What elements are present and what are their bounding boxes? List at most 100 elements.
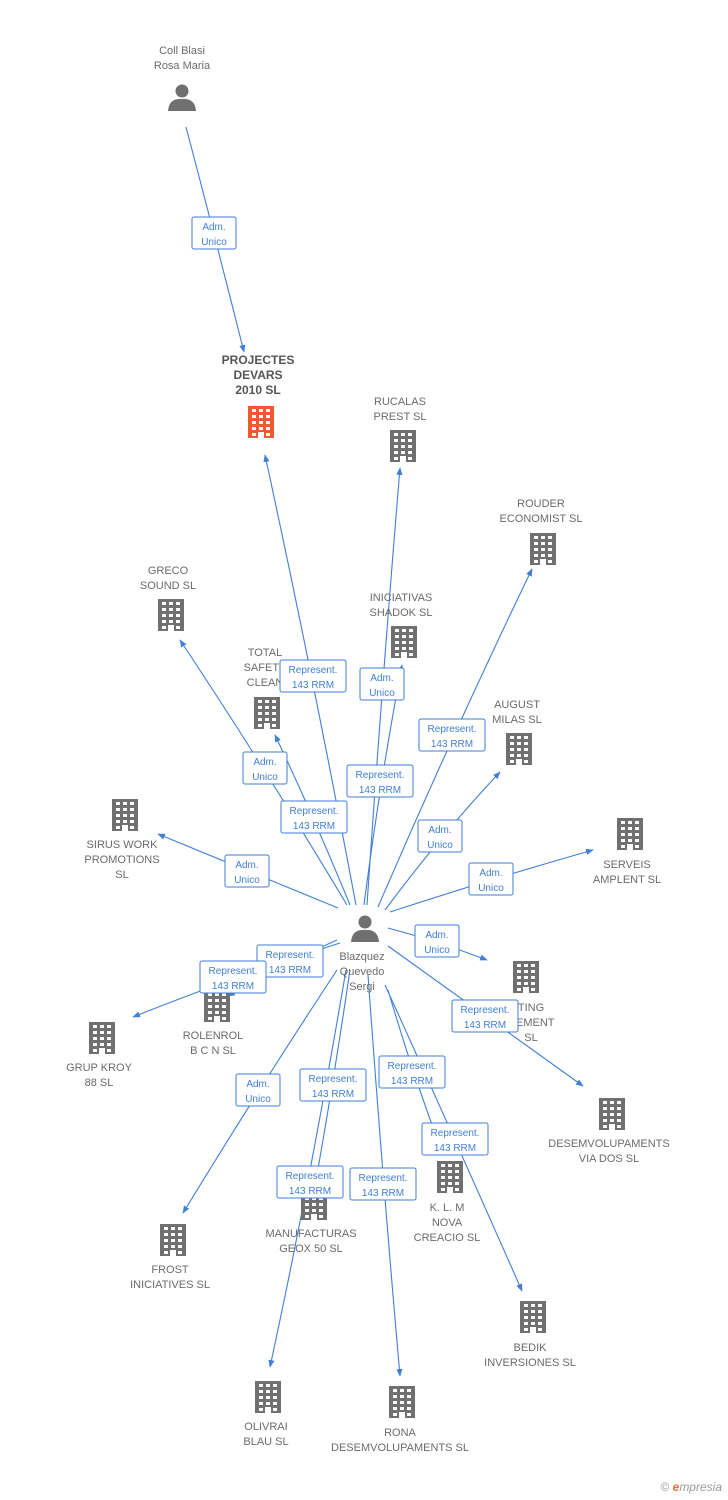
edge-label-text: Represent. <box>461 1005 510 1016</box>
building-icon <box>390 430 416 462</box>
edge-label[interactable]: Adm. Unico <box>414 924 460 958</box>
edge-label[interactable]: Adm.Unico <box>242 751 288 785</box>
footer-brand[interactable]: © empresia <box>660 1480 722 1494</box>
node-label: INVERSIONES SL <box>484 1357 576 1369</box>
edge-label-box <box>421 1122 489 1156</box>
edge-label[interactable]: Represent.143 RRM <box>451 999 519 1033</box>
edge-label-box <box>299 1068 367 1102</box>
node-label: SIRUS WORK <box>87 839 159 851</box>
person-icon <box>351 915 379 942</box>
edge-label-box <box>276 1165 344 1199</box>
brand-logo-e: e <box>672 1480 680 1494</box>
edge-label-box <box>279 659 347 693</box>
edge-label-text: Represent. <box>359 1173 408 1184</box>
node-label: DESEMVOLUPAMENTS <box>548 1138 669 1150</box>
edge-label-text: Adm. <box>370 673 393 684</box>
edge-label[interactable]: Adm. Unico <box>359 667 405 701</box>
edge-label-text: Adm. <box>479 868 502 879</box>
node-iniciativas[interactable]: INICIATIVAS SHADOK SL <box>370 592 433 658</box>
edge-label[interactable]: Adm.Unico <box>235 1073 281 1107</box>
edge-label[interactable]: Represent.143 RRM <box>418 718 486 752</box>
building-icon <box>160 1224 186 1256</box>
edge-label-box <box>418 718 486 752</box>
edge-label[interactable]: Represent.143 RRM <box>279 659 347 693</box>
edge-label[interactable]: Adm.Unico <box>224 854 270 888</box>
edge-label-text: Adm. <box>425 930 448 941</box>
edge-label-text: Unico <box>427 840 453 851</box>
node-label: ROUDER <box>517 498 565 510</box>
edge-label-box <box>224 854 270 888</box>
edge-label-box <box>414 924 460 958</box>
edge-label[interactable]: Represent. 143 RRM <box>276 1165 344 1199</box>
node-label: Coll Blasi <box>159 45 205 57</box>
building-icon <box>89 1022 115 1054</box>
edge-label-text: Unico <box>424 945 450 956</box>
edge-label[interactable]: Adm. Unico <box>468 862 514 896</box>
building-icon <box>255 1381 281 1413</box>
edge-label-text: Represent. <box>286 1171 335 1182</box>
edge-label-text: 143 RRM <box>391 1076 433 1087</box>
edge-label[interactable]: Adm.Unico <box>417 819 463 853</box>
node-label: FROST <box>151 1264 189 1276</box>
edge-label-text: Represent. <box>209 966 258 977</box>
edge-label-text: Unico <box>369 688 395 699</box>
building-icon <box>389 1386 415 1418</box>
copyright-symbol: © <box>660 1480 670 1494</box>
node-label: OLIVRAI <box>244 1421 287 1433</box>
edge-label[interactable]: Represent.143 RRM <box>378 1055 446 1089</box>
node-label: INICIATIVAS <box>370 592 433 604</box>
node-label: Rosa Maria <box>154 60 211 72</box>
node-label: GEOX 50 SL <box>279 1243 343 1255</box>
edge-label[interactable]: Represent.143 RRM <box>346 764 414 798</box>
node-label: SHADOK SL <box>370 607 433 619</box>
node-label: CLEAN <box>247 677 284 689</box>
edge-label-text: Adm. <box>253 757 276 768</box>
edge-label-text: Represent. <box>428 724 477 735</box>
node-label: RUCALAS <box>374 396 426 408</box>
edge-label-text: Adm. <box>246 1079 269 1090</box>
edge-label[interactable]: Represent.143 RRM <box>299 1068 367 1102</box>
edge-label[interactable]: Represent.143 RRM <box>256 944 324 978</box>
brand-name: mpresia <box>679 1480 722 1494</box>
edge-label[interactable]: Represent.143 RRM <box>280 800 348 834</box>
edge-label[interactable]: Represent.143 RRM <box>349 1167 417 1201</box>
node-label: GEMENT <box>507 1017 554 1029</box>
edge-label-box <box>280 800 348 834</box>
edge-label-text: Unico <box>478 883 504 894</box>
node-label: K. L. M <box>430 1202 465 1214</box>
edge-label-box <box>242 751 288 785</box>
edge-label-text: Adm. <box>202 222 225 233</box>
edge-label-text: 143 RRM <box>289 1186 331 1197</box>
edge-label-text: 143 RRM <box>434 1143 476 1154</box>
edge-label[interactable]: Represent.143 RRM <box>421 1122 489 1156</box>
node-label: TING <box>518 1002 544 1014</box>
node-label: AMPLENT SL <box>593 874 661 886</box>
building-icon <box>520 1301 546 1333</box>
building-icon <box>506 733 532 765</box>
edge-label[interactable]: Represent.143 RRM <box>199 960 267 994</box>
edge-label[interactable]: Adm.Unico <box>191 216 237 250</box>
edge-label-box <box>346 764 414 798</box>
